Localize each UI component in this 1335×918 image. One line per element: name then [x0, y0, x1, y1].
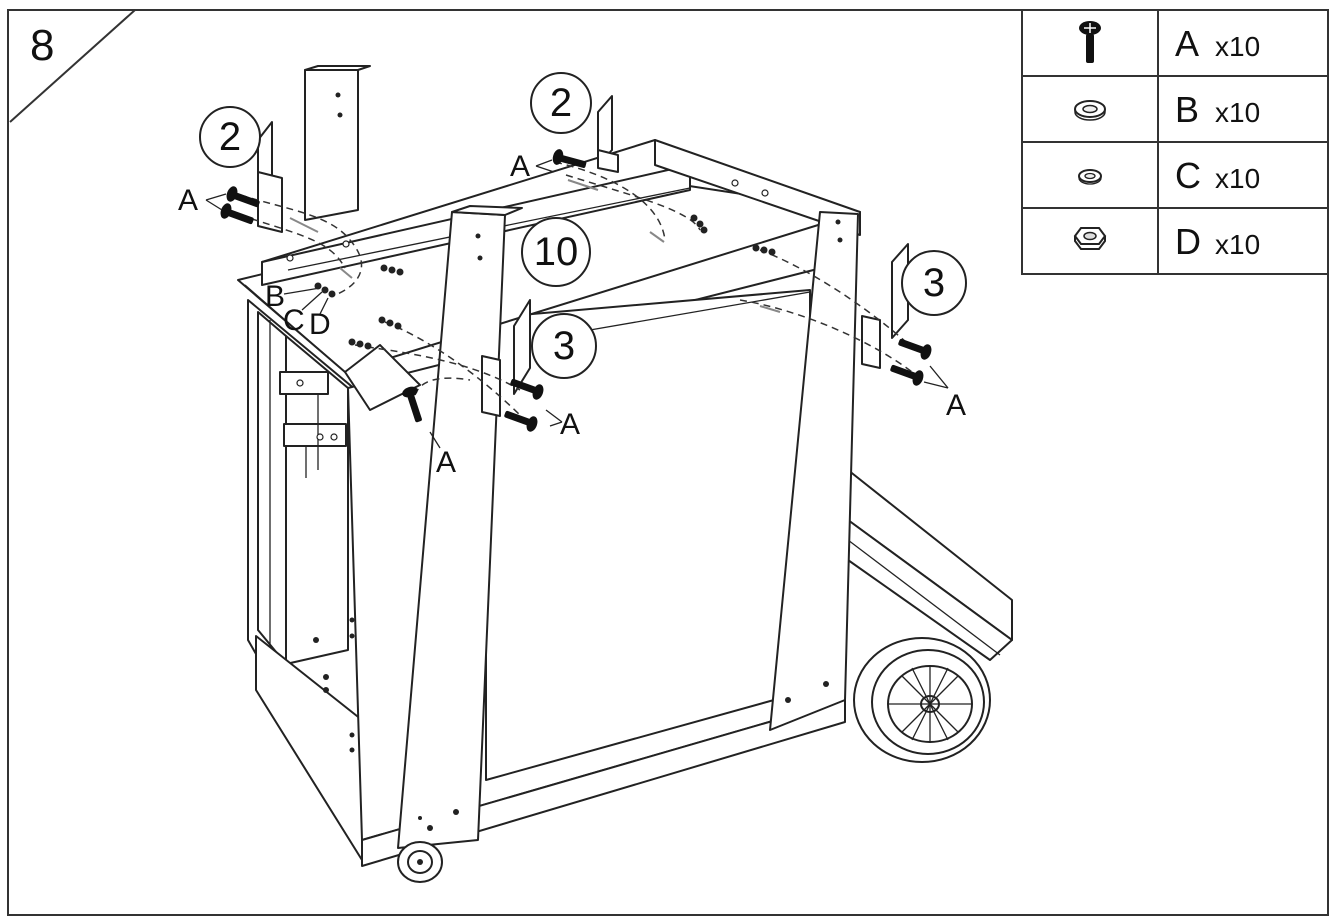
legend-letter: B: [1175, 89, 1199, 130]
screw-icon: [552, 149, 587, 168]
nut-d-label: D: [309, 308, 331, 341]
front-caster: [397, 841, 443, 883]
legend-row-a: A x10: [1079, 21, 1260, 64]
legend-letter: D: [1175, 221, 1201, 262]
callout-number: 10: [534, 230, 579, 274]
legend-letter: A: [1175, 23, 1199, 64]
cart-left-side: [247, 299, 363, 861]
screw-icon: [220, 203, 254, 225]
screw-label: A: [436, 446, 456, 479]
step-badge: 8: [9, 9, 136, 123]
rear-tall-plate: [304, 65, 371, 221]
washer-c-label: C: [283, 304, 305, 337]
screw-icon: [402, 386, 422, 423]
legend-letter: C: [1175, 155, 1201, 196]
bracket-front-right-3: [481, 299, 531, 417]
cart-drawing: 2 2 10 3 3 A A A A A B C D: [178, 65, 1013, 883]
step-number: 8: [30, 21, 54, 70]
bracket-top-2: [597, 95, 619, 173]
legend-qty: x10: [1215, 31, 1260, 62]
callout-number: 3: [553, 324, 575, 368]
legend-qty: x10: [1215, 229, 1260, 260]
screw-icon: [1079, 21, 1101, 63]
callout-front-10: 10: [521, 217, 591, 287]
callout-number: 2: [550, 81, 572, 125]
washer-b-label: B: [265, 280, 285, 313]
callout-far-right-3: 3: [901, 250, 967, 316]
callout-number: 2: [219, 115, 241, 159]
hex-nut-icon: [1073, 227, 1107, 250]
screw-icon: [898, 338, 932, 360]
legend-qty: x10: [1215, 163, 1260, 194]
screw-icon: [226, 186, 260, 208]
callout-front-right-3: 3: [531, 313, 597, 379]
screw-label: A: [560, 408, 580, 441]
callout-left-2: 2: [199, 106, 261, 168]
screw-label: A: [946, 389, 966, 422]
callout-number: 3: [923, 261, 945, 305]
screw-icon: [504, 410, 538, 432]
screw-icon: [890, 364, 924, 386]
parts-legend-table: A x10 B x10 C x10: [1021, 9, 1329, 275]
leader-lines: [205, 159, 949, 449]
upright-right: [769, 211, 859, 731]
assembly-paths: [239, 161, 916, 421]
rear-tray: [847, 469, 1013, 661]
legend-qty: x10: [1215, 97, 1260, 128]
small-washer-icon: [1078, 169, 1102, 185]
screw-icon: [510, 378, 544, 400]
screw-label: A: [510, 150, 530, 183]
legend-row-c: C x10: [1078, 155, 1260, 196]
rear-wheel: [853, 637, 991, 763]
legend-row-b: B x10: [1074, 89, 1260, 130]
screw-label: A: [178, 184, 198, 217]
callout-top-2: 2: [530, 72, 592, 134]
bracket-far-right-3: [861, 243, 909, 369]
large-washer-icon: [1074, 100, 1106, 121]
screws-a: [220, 149, 932, 432]
legend-row-d: D x10: [1073, 221, 1260, 262]
hardware-stacks: [289, 179, 781, 350]
page-frame: [7, 9, 1329, 916]
bracket-left-2: [257, 121, 283, 233]
